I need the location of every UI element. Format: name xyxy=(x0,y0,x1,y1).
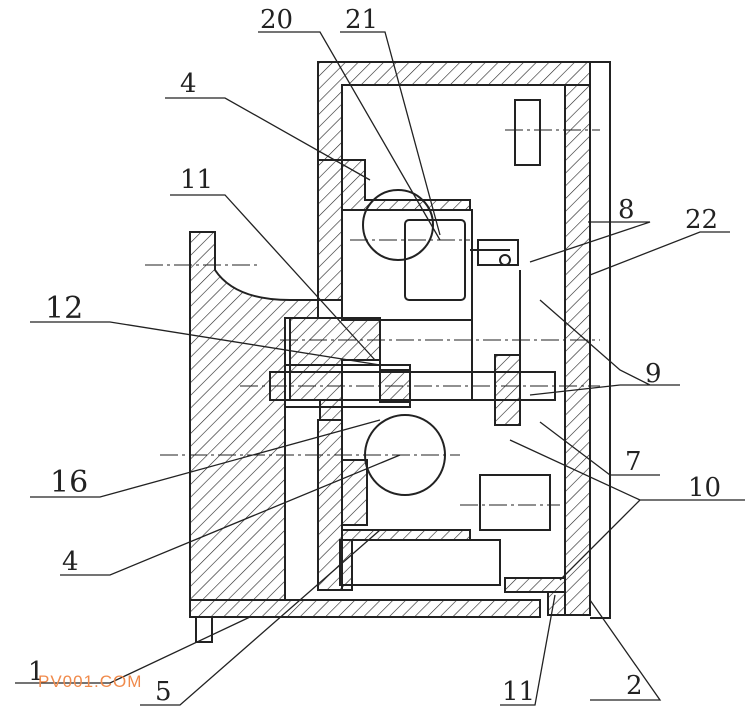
housing-part-2 xyxy=(564,84,591,616)
label-8: 8 xyxy=(618,195,635,225)
watermark: PV001.COM xyxy=(38,672,143,691)
label-16: 16 xyxy=(50,465,88,500)
label-1: 1 xyxy=(28,657,45,687)
label-11-top: 11 xyxy=(180,165,213,195)
label-9: 9 xyxy=(645,359,662,389)
label-10: 10 xyxy=(688,473,721,503)
housing-wall xyxy=(317,61,591,161)
label-7: 7 xyxy=(625,447,642,477)
label-4-top: 4 xyxy=(180,69,197,99)
label-2: 2 xyxy=(626,671,643,701)
label-4-bottom: 4 xyxy=(62,547,79,577)
leader-lines xyxy=(15,31,745,706)
label-22: 22 xyxy=(685,205,718,235)
flange-part-1 xyxy=(189,231,319,601)
label-21: 21 xyxy=(345,5,378,35)
label-20: 20 xyxy=(260,5,293,35)
label-5: 5 xyxy=(155,677,172,707)
label-12: 12 xyxy=(45,291,83,326)
label-11-bottom: 11 xyxy=(502,677,535,707)
part-labels: 20 21 4 11 8 22 12 9 16 7 10 4 1 5 11 2 xyxy=(28,5,721,707)
